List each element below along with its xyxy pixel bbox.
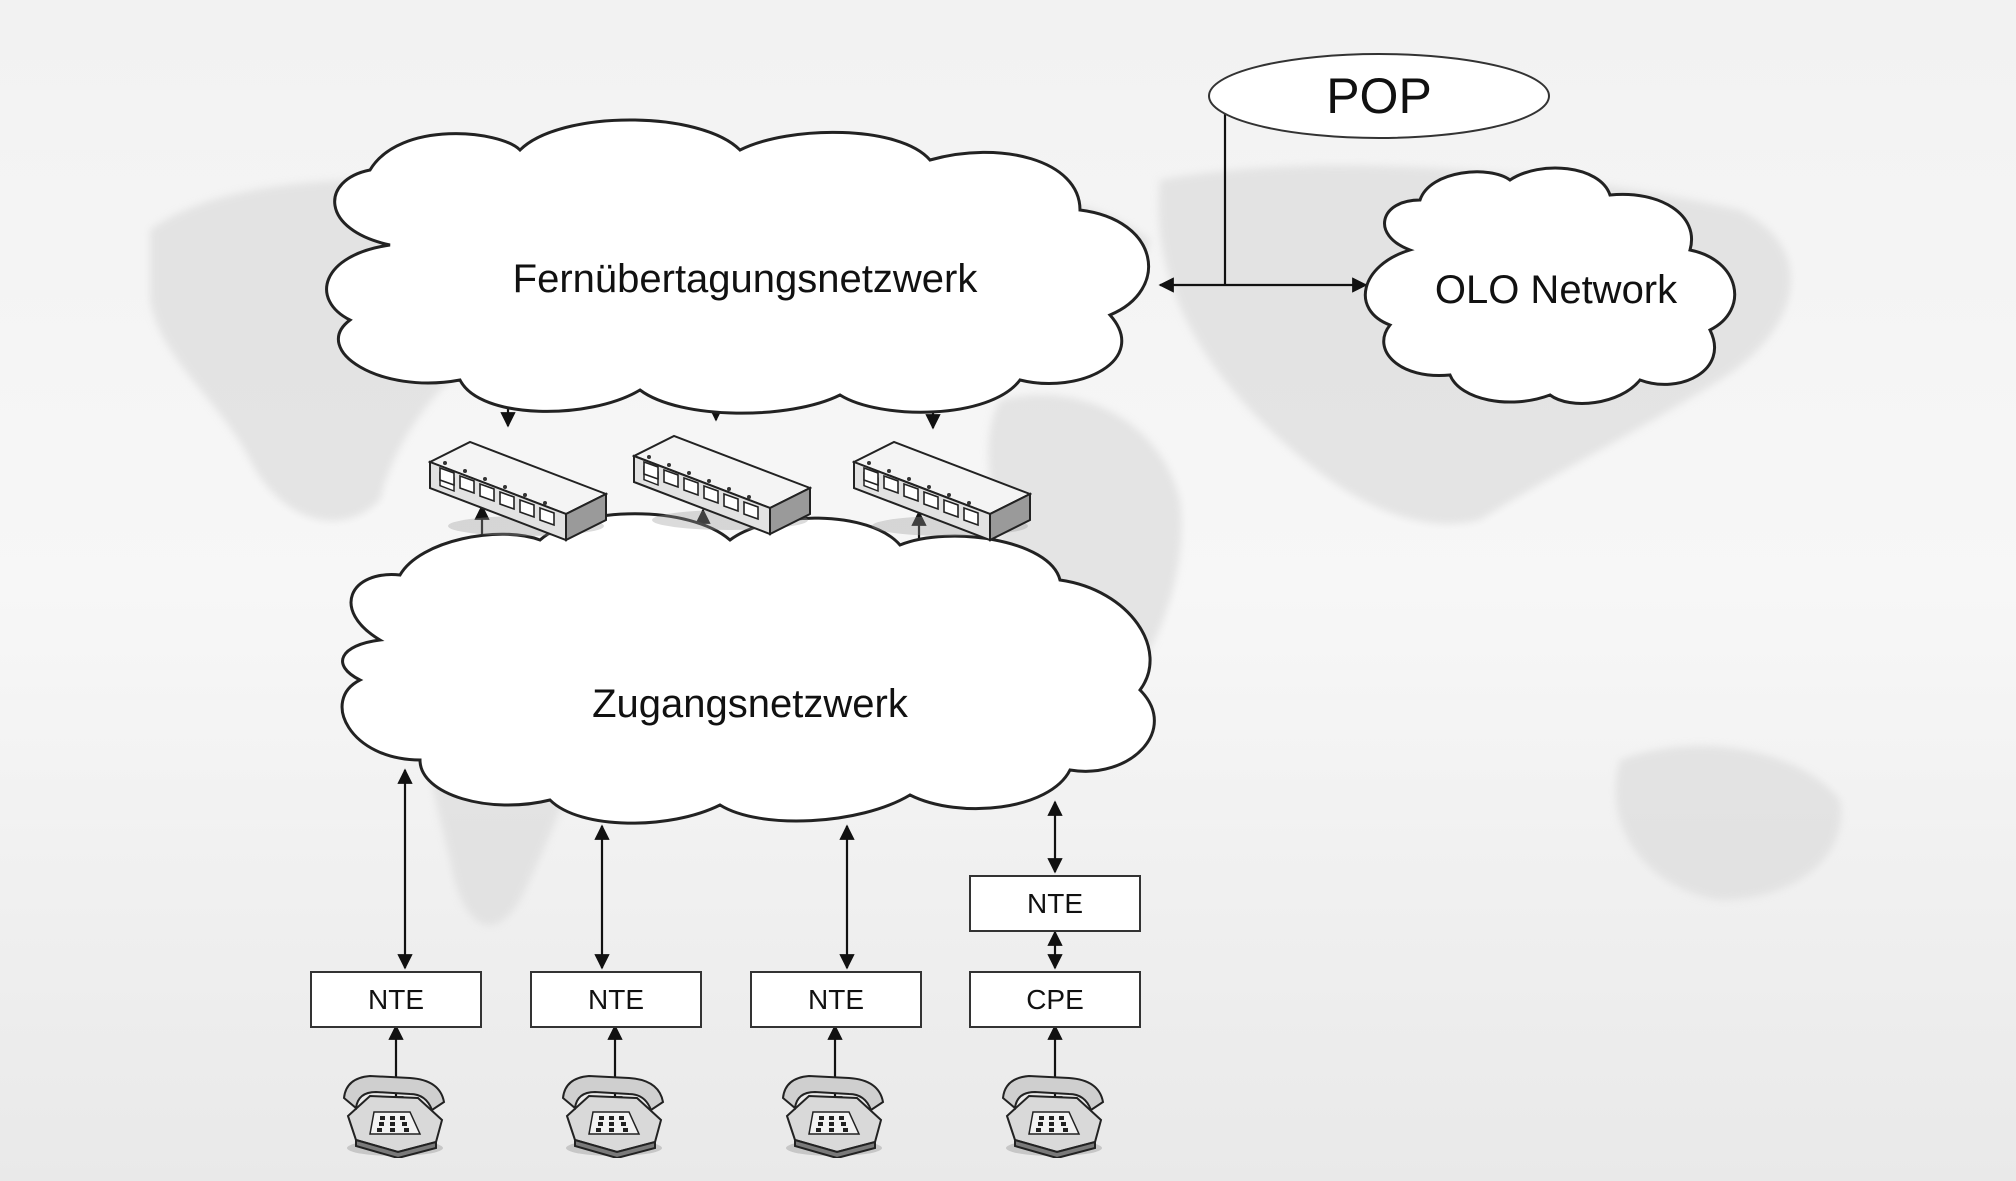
telephone-icon xyxy=(562,1075,664,1158)
nte-box-3: NTE xyxy=(750,971,922,1028)
nte-box-1: NTE xyxy=(310,971,482,1028)
access-network-cloud: Zugangsnetzwerk xyxy=(340,512,1156,825)
access-network-label: Zugangsnetzwerk xyxy=(592,682,909,726)
cpe-box: CPE xyxy=(969,971,1141,1028)
telephone-icon xyxy=(343,1075,445,1158)
core-network-label: Fernübertagungsnetzwerk xyxy=(513,257,979,301)
pop-label: POP xyxy=(1326,68,1432,124)
cpe-label: CPE xyxy=(1026,984,1084,1015)
nte-label: NTE xyxy=(368,984,424,1015)
nte-label: NTE xyxy=(1027,888,1083,919)
telephone-icon xyxy=(782,1075,884,1158)
nte-label: NTE xyxy=(588,984,644,1015)
telephone-icon xyxy=(1002,1075,1104,1158)
nte-label: NTE xyxy=(808,984,864,1015)
nte-box-4: NTE xyxy=(969,875,1141,932)
nte-box-2: NTE xyxy=(530,971,702,1028)
pop-node: POP xyxy=(1208,53,1550,139)
core-network-cloud: Fernübertagungsnetzwerk xyxy=(325,118,1150,415)
olo-network-label: OLO Network xyxy=(1435,268,1678,312)
olo-network-cloud: OLO Network xyxy=(1363,166,1737,405)
